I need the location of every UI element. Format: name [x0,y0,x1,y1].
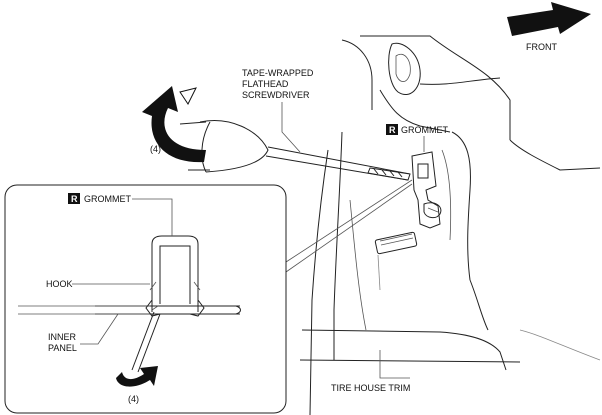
callout-line-lower [285,183,413,273]
callout-line-upper [285,179,413,263]
grommet-detail-label: GROMMET [84,194,131,204]
grommet-main-label: GROMMET [401,125,448,135]
tire-house-trim-label: TIRE HOUSE TRIM [331,383,410,393]
inner-panel-leader [80,313,119,345]
step-number-top: (4) [150,144,161,154]
replace-badge-main [386,124,398,135]
vehicle-body [299,35,601,415]
hook-label: HOOK [46,279,73,289]
screwdriver-label-line3: SCREWDRIVER [242,90,310,100]
rotate-arrow-bottom-icon [116,366,158,387]
front-arrow-icon [507,2,591,36]
replace-badge-main-text: R [389,125,396,135]
inner-panel-label-line1: INNER [48,332,77,342]
screwdriver-label-line2: FLATHEAD [242,79,289,89]
screwdriver-leader [281,102,301,153]
replace-badge-detail-text: R [71,194,78,204]
step-number-bottom: (4) [128,394,139,404]
grommet-label-detail: R GROMMET [68,193,173,236]
inner-panel-label-line2: PANEL [48,343,77,353]
grommet-installed [411,151,442,229]
rotate-arrow-top-icon [142,86,206,163]
tire-house-trim-leader [379,350,410,379]
flathead-screwdriver [179,120,411,181]
grommet-label-main: R GROMMET [386,124,448,152]
replace-badge-detail [68,193,80,204]
detail-grommet-section [18,235,241,373]
front-label: FRONT [526,42,557,52]
screwdriver-label-line1: TAPE-WRAPPED [242,68,314,78]
detail-view-box [4,184,287,414]
